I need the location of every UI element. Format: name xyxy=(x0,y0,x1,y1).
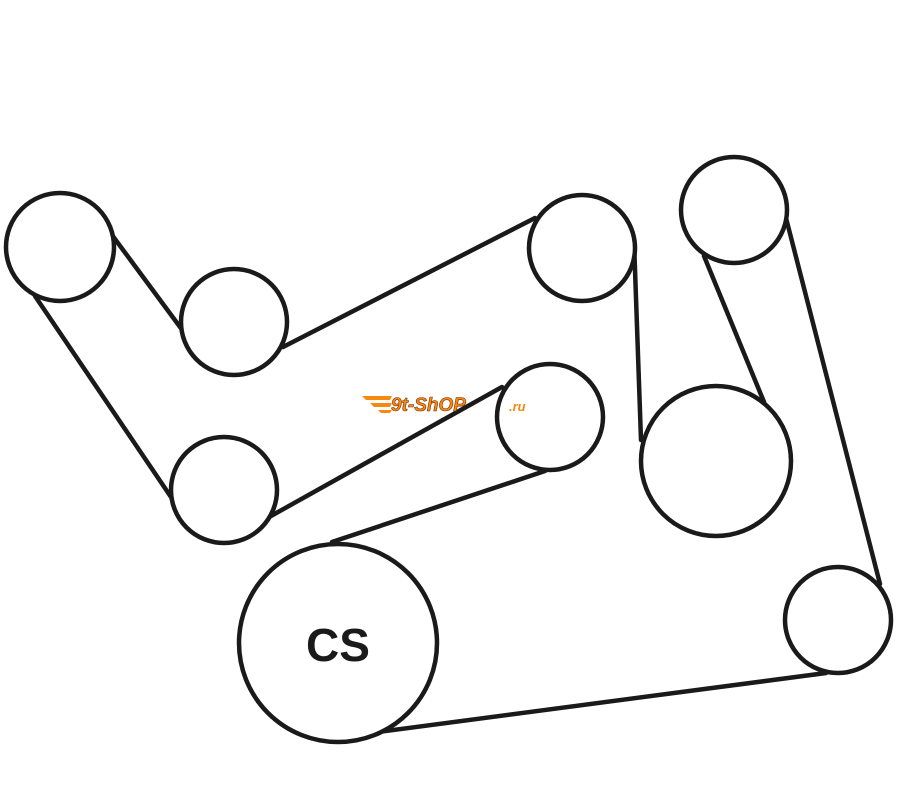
watermark-suffix: .ru xyxy=(509,399,526,414)
belt-segment xyxy=(329,468,548,545)
belt-segment xyxy=(32,293,176,503)
pulley-crankshaft xyxy=(236,541,440,745)
belt-segment xyxy=(259,384,505,524)
watermark-text: 9t-ShOP xyxy=(391,395,466,416)
belt-segment xyxy=(701,253,767,405)
pulley-top-left xyxy=(3,190,117,304)
belt-segment xyxy=(109,232,186,334)
belt-segment xyxy=(375,670,829,735)
pulley-right-large xyxy=(638,383,794,539)
watermark-streak xyxy=(378,410,392,413)
watermark-streak xyxy=(362,396,392,400)
pulley-lower-left xyxy=(168,434,280,546)
belt-segment xyxy=(280,215,538,350)
belt-segment xyxy=(783,215,883,587)
belt-segment xyxy=(631,238,644,443)
pulley-center-idler xyxy=(494,361,606,473)
watermark-streak xyxy=(370,403,392,407)
crankshaft-label: CS xyxy=(306,619,370,671)
pulley-top-center xyxy=(526,192,638,304)
pulley-upper-left-idler xyxy=(178,266,290,378)
watermark-logo: 9t-ShOP .ru xyxy=(362,395,526,416)
pulley-bottom-right xyxy=(782,564,894,676)
serpentine-belt xyxy=(32,215,883,735)
pulleys xyxy=(3,154,894,745)
pulley-top-right xyxy=(678,154,790,266)
